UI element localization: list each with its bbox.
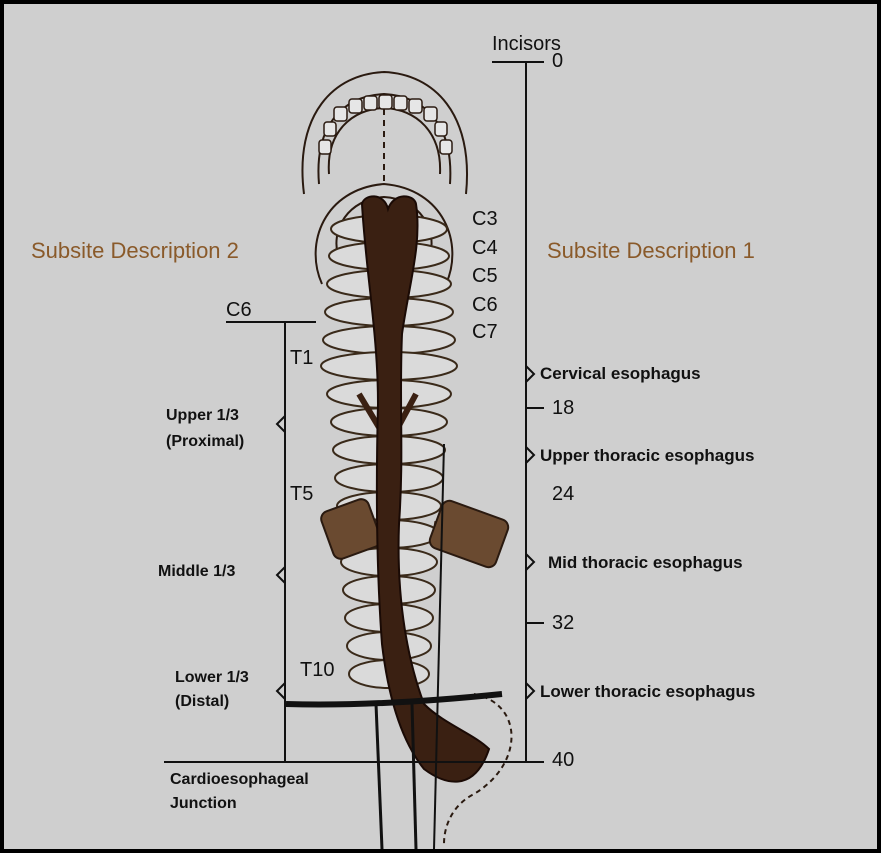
vertebra-c4: C4 bbox=[472, 238, 498, 258]
vertebra-t10: T10 bbox=[300, 660, 334, 680]
distance-18: 18 bbox=[552, 398, 574, 418]
vertebra-c7: C7 bbox=[472, 322, 498, 342]
junction-line1: Cardioesophageal bbox=[170, 772, 309, 788]
right-heading: Subsite Description 1 bbox=[547, 240, 755, 262]
right-scale bbox=[436, 62, 544, 762]
left-heading: Subsite Description 2 bbox=[31, 240, 239, 262]
vertebra-c6: C6 bbox=[472, 295, 498, 315]
vertebra-t5: T5 bbox=[290, 484, 313, 504]
vertebra-t1: T1 bbox=[290, 348, 313, 368]
segment-cervical: Cervical esophagus bbox=[540, 365, 701, 382]
segment-lower-thoracic: Lower thoracic esophagus bbox=[540, 683, 755, 700]
upper-third-line2: (Proximal) bbox=[166, 434, 244, 450]
junction-line2: Junction bbox=[170, 796, 237, 812]
distance-32: 32 bbox=[552, 613, 574, 633]
vertebra-c5: C5 bbox=[472, 266, 498, 286]
segment-mid-thoracic: Mid thoracic esophagus bbox=[548, 554, 743, 571]
segment-upper-thoracic: Upper thoracic esophagus bbox=[540, 447, 754, 464]
diagram-frame: Incisors Subsite Description 2 Subsite D… bbox=[4, 4, 877, 849]
teeth bbox=[319, 95, 452, 154]
distance-40: 40 bbox=[552, 750, 574, 770]
middle-third-line1: Middle 1/3 bbox=[158, 564, 235, 580]
distance-0: 0 bbox=[552, 51, 563, 71]
lower-third-line1: Lower 1/3 bbox=[175, 670, 249, 686]
distance-24: 24 bbox=[552, 484, 574, 504]
left-top-c6: C6 bbox=[226, 300, 252, 320]
upper-third-line1: Upper 1/3 bbox=[166, 408, 239, 424]
vertebra-c3: C3 bbox=[472, 209, 498, 229]
incisors-label: Incisors bbox=[492, 34, 561, 54]
lower-third-line2: (Distal) bbox=[175, 694, 229, 710]
anatomy-illustration bbox=[4, 4, 877, 849]
